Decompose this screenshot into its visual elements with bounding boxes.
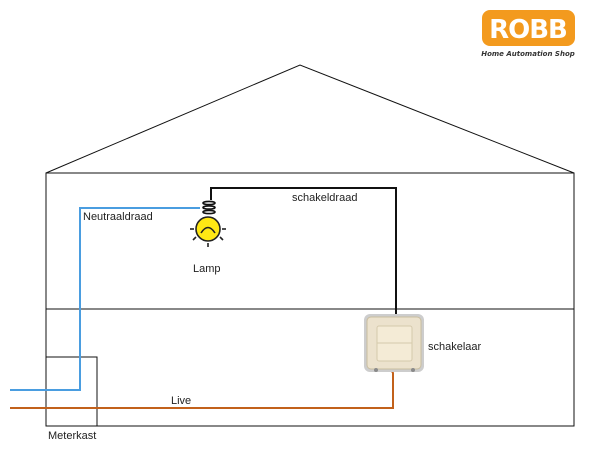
meter-box-label: Meterkast <box>48 430 96 442</box>
logo-tagline: Home Automation Shop <box>481 50 575 58</box>
live-wire-label: Live <box>171 395 191 407</box>
light-switch-icon <box>364 314 424 372</box>
neutral-wire-label: Neutraaldraad <box>83 211 153 223</box>
logo-text: ROBB <box>489 15 567 45</box>
switched-wire-label: schakeldraad <box>292 192 357 204</box>
neutral-wire <box>10 207 200 391</box>
roof <box>45 64 575 174</box>
switch-label: schakelaar <box>428 341 482 353</box>
meter-box <box>45 356 98 427</box>
house-walls <box>45 172 575 427</box>
house-outline <box>45 64 575 427</box>
lamp-label: Lamp <box>193 263 221 275</box>
switched-wire <box>210 187 397 328</box>
robb-logo: ROBB Home Automation Shop <box>481 10 575 58</box>
live-wire <box>10 348 394 409</box>
logo-badge <box>482 10 575 46</box>
lamp-bulb-icon <box>190 200 226 247</box>
